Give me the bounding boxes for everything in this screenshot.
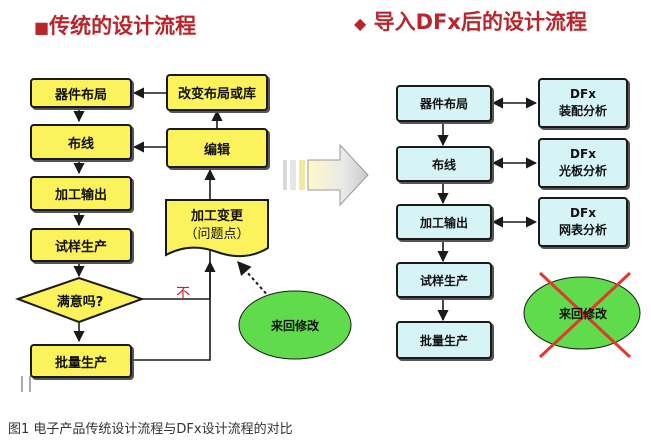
right-rework-crossed-label: 来回修改 — [558, 307, 607, 321]
right-mass-production-box: 批量生产 — [396, 321, 492, 359]
right-dfx-bareboard-box: DFx 光板分析 — [538, 138, 628, 188]
right-routing-box: 布线 — [396, 146, 492, 182]
right-trial-production-box: 试样生产 — [396, 262, 492, 298]
right-dfx-netlist-sub: 网表分析 — [558, 223, 607, 237]
right-trial-production-label: 试样生产 — [419, 273, 468, 288]
left-title-text: 传统的设计流程 — [49, 14, 197, 38]
left-component-layout-box: 器件布局 — [30, 78, 132, 108]
left-trial-production-box: 试样生产 — [30, 228, 132, 262]
right-mass-production-label: 批量生产 — [419, 333, 468, 348]
left-edit-box: 编辑 — [166, 128, 268, 168]
left-change-layout-box: 改变布局或库 — [166, 74, 268, 111]
right-dfx-assembly-sub: 装配分析 — [558, 104, 607, 118]
right-dfx-bareboard-sub: 光板分析 — [558, 164, 607, 178]
left-no-label: 不 — [176, 286, 190, 302]
left-edit-label: 编辑 — [203, 142, 230, 158]
figure-caption: 图1 电子产品传统设计流程与DFx设计流程的对比 — [8, 422, 293, 437]
right-title-text: 导入DFx后的设计流程 — [373, 10, 587, 34]
left-routing-label: 布线 — [67, 136, 94, 152]
right-title: ◆ 导入DFx后的设计流程 — [354, 6, 587, 36]
right-routing-label: 布线 — [431, 157, 456, 172]
right-dfx-assembly-box: DFx 装配分析 — [538, 78, 628, 128]
transition-arrow — [283, 143, 369, 207]
left-process-change-label: 加工变更 （问题点） — [166, 208, 268, 244]
right-manufacturing-output-box: 加工输出 — [396, 204, 492, 240]
left-trial-production-label: 试样生产 — [54, 239, 107, 255]
right-dfx-netlist-box: DFx 网表分析 — [538, 197, 628, 247]
left-mass-production-box: 批量生产 — [30, 344, 132, 378]
right-dfx-bareboard-title: DFx — [570, 147, 596, 161]
left-component-layout-label: 器件布局 — [54, 87, 107, 103]
right-title-marker: ◆ — [354, 14, 367, 33]
left-mass-production-label: 批量生产 — [54, 355, 107, 371]
left-title: ■传统的设计流程 — [34, 10, 196, 40]
right-component-layout-label: 器件布局 — [419, 97, 468, 111]
left-routing-box: 布线 — [30, 124, 132, 160]
right-dfx-assembly-title: DFx — [570, 87, 596, 101]
left-rework-label: 来回修改 — [270, 319, 319, 333]
left-process-change-line1: 加工变更 — [190, 209, 243, 224]
left-decision-label: 满意吗? — [56, 295, 104, 310]
right-component-layout-box: 器件布局 — [396, 85, 492, 122]
left-manufacturing-output-label: 加工输出 — [54, 188, 107, 203]
left-title-marker: ■ — [34, 18, 50, 37]
right-dfx-netlist-title: DFx — [570, 206, 596, 220]
left-process-change-line2: （问题点） — [184, 227, 250, 242]
right-manufacturing-output-label: 加工输出 — [419, 215, 468, 230]
left-manufacturing-output-box: 加工输出 — [30, 176, 132, 211]
left-change-layout-label: 改变布局或库 — [177, 87, 256, 102]
